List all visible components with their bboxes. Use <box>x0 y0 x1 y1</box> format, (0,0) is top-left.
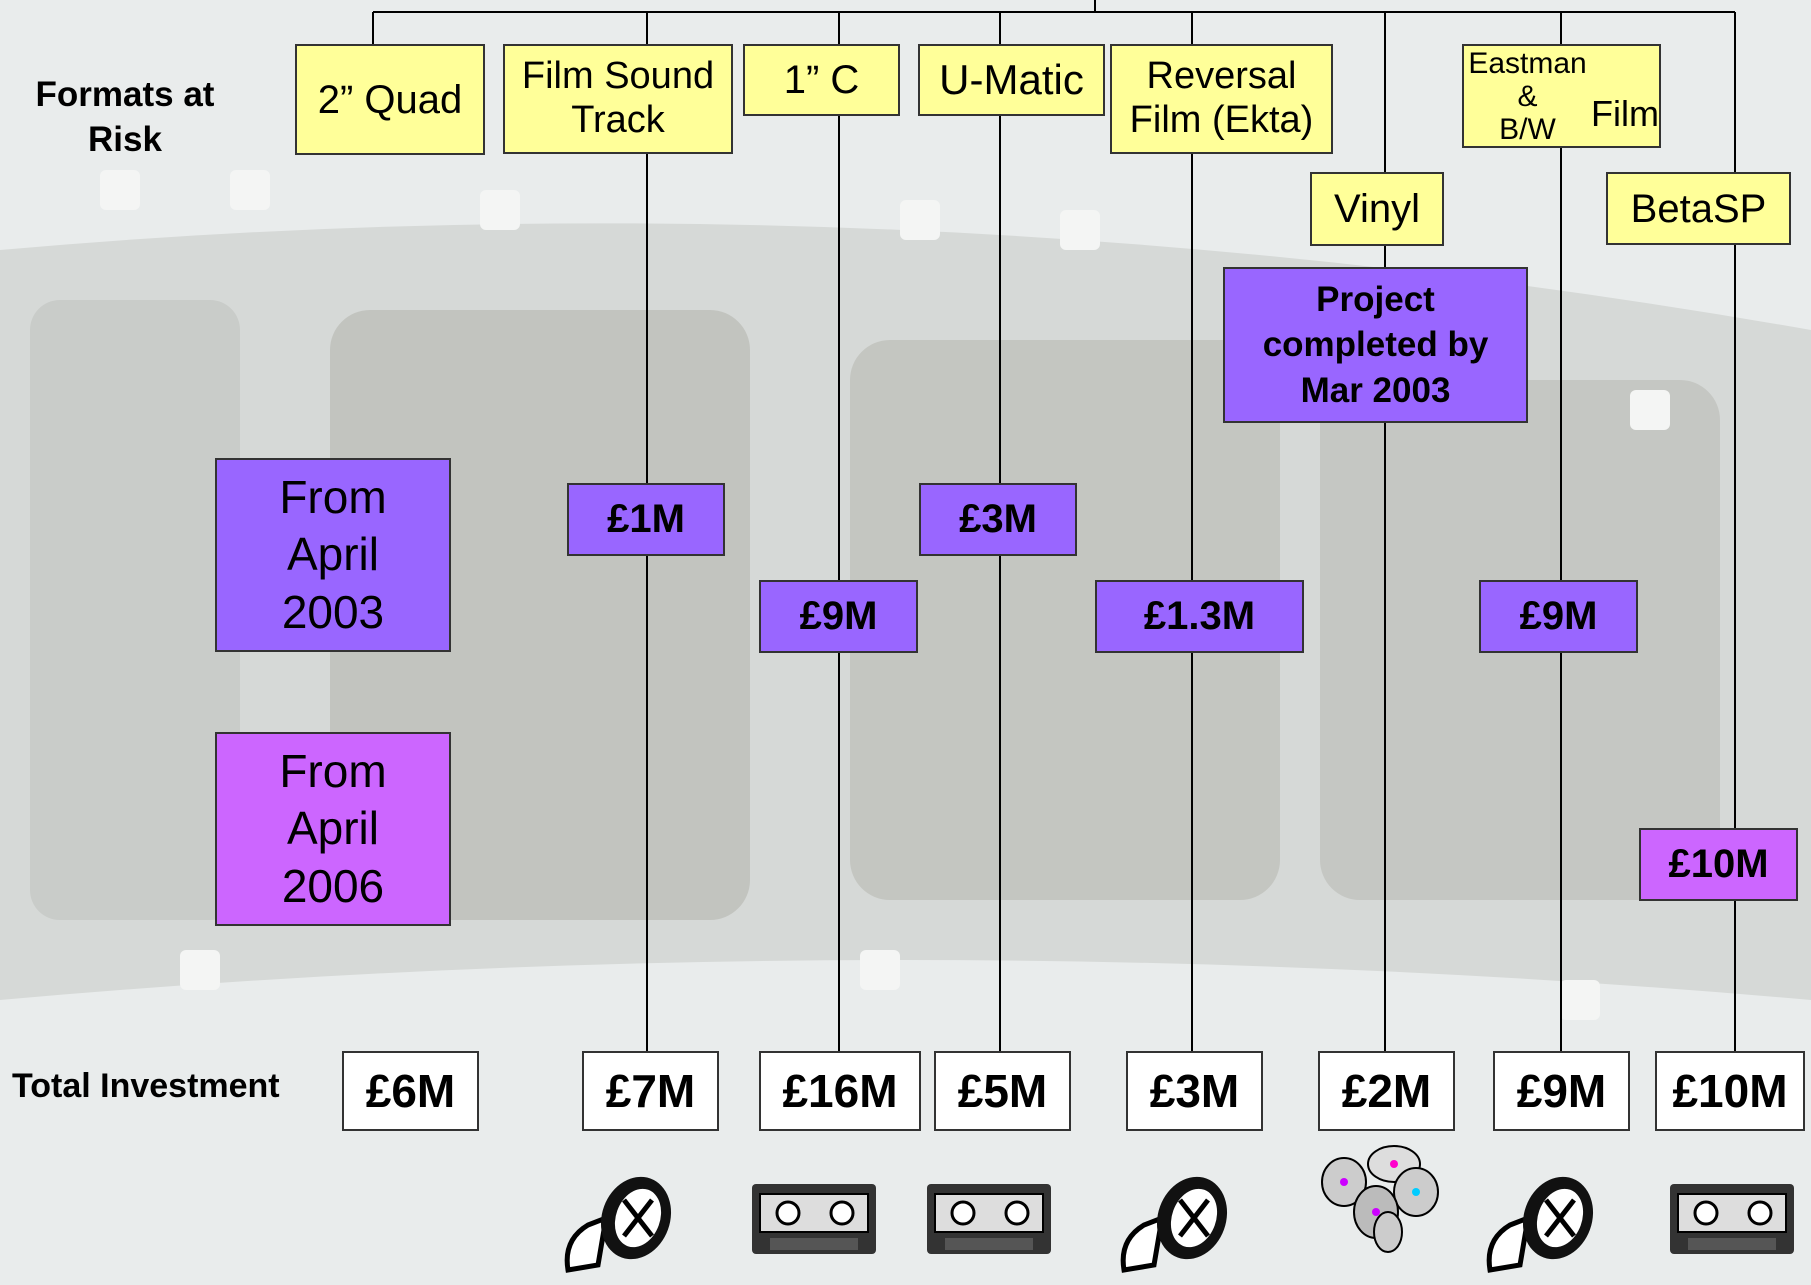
cost-reversal-film: £1.3M <box>1095 580 1304 653</box>
format-eastman-bw-film: Eastman & B/W Film <box>1462 44 1661 148</box>
legend-from-april-2003: From April 2003 <box>215 458 451 652</box>
cost-film-sound-track: £1M <box>567 483 725 556</box>
total-2-quad: £6M <box>342 1051 479 1131</box>
format-reversal-film: Reversal Film (Ekta) <box>1110 44 1333 154</box>
cost-eastman-bw-film: £9M <box>1479 580 1638 653</box>
cost-betasp: £10M <box>1639 828 1798 901</box>
vinyl-records-icon <box>1321 1145 1439 1253</box>
film-reel-icon <box>1486 1176 1594 1273</box>
video-cassette-icon <box>927 1184 1051 1254</box>
legend-from-april-2006: From April 2006 <box>215 732 451 926</box>
formats-at-risk-label: Formats at Risk <box>35 75 215 159</box>
total-1-c: £16M <box>759 1051 921 1131</box>
format-vinyl: Vinyl <box>1310 172 1444 246</box>
format-2-quad: 2” Quad <box>295 44 485 155</box>
eastman-label-film: Film <box>1591 93 1659 135</box>
format-u-matic: U-Matic <box>918 44 1105 116</box>
total-betasp: £10M <box>1655 1051 1805 1131</box>
cost-1-c: £9M <box>759 580 918 653</box>
video-cassette-icon <box>752 1184 876 1254</box>
vinyl-project-note: Project completed by Mar 2003 <box>1223 267 1528 423</box>
format-film-sound-track: Film Sound Track <box>503 44 733 154</box>
total-film-sound-track: £7M <box>582 1051 719 1131</box>
film-reel-icon <box>1120 1176 1228 1273</box>
format-betasp: BetaSP <box>1606 172 1791 245</box>
film-reel-icon <box>564 1176 672 1273</box>
video-cassette-icon <box>1670 1184 1794 1254</box>
total-u-matic: £5M <box>934 1051 1071 1131</box>
eastman-label-small: Eastman & B/W <box>1468 46 1587 146</box>
format-1-c: 1” C <box>743 44 900 116</box>
total-investment-label: Total Investment <box>12 1067 280 1105</box>
total-vinyl: £2M <box>1318 1051 1455 1131</box>
cost-u-matic: £3M <box>919 483 1077 556</box>
total-reversal-film: £3M <box>1126 1051 1263 1131</box>
total-eastman-bw-film: £9M <box>1493 1051 1630 1131</box>
